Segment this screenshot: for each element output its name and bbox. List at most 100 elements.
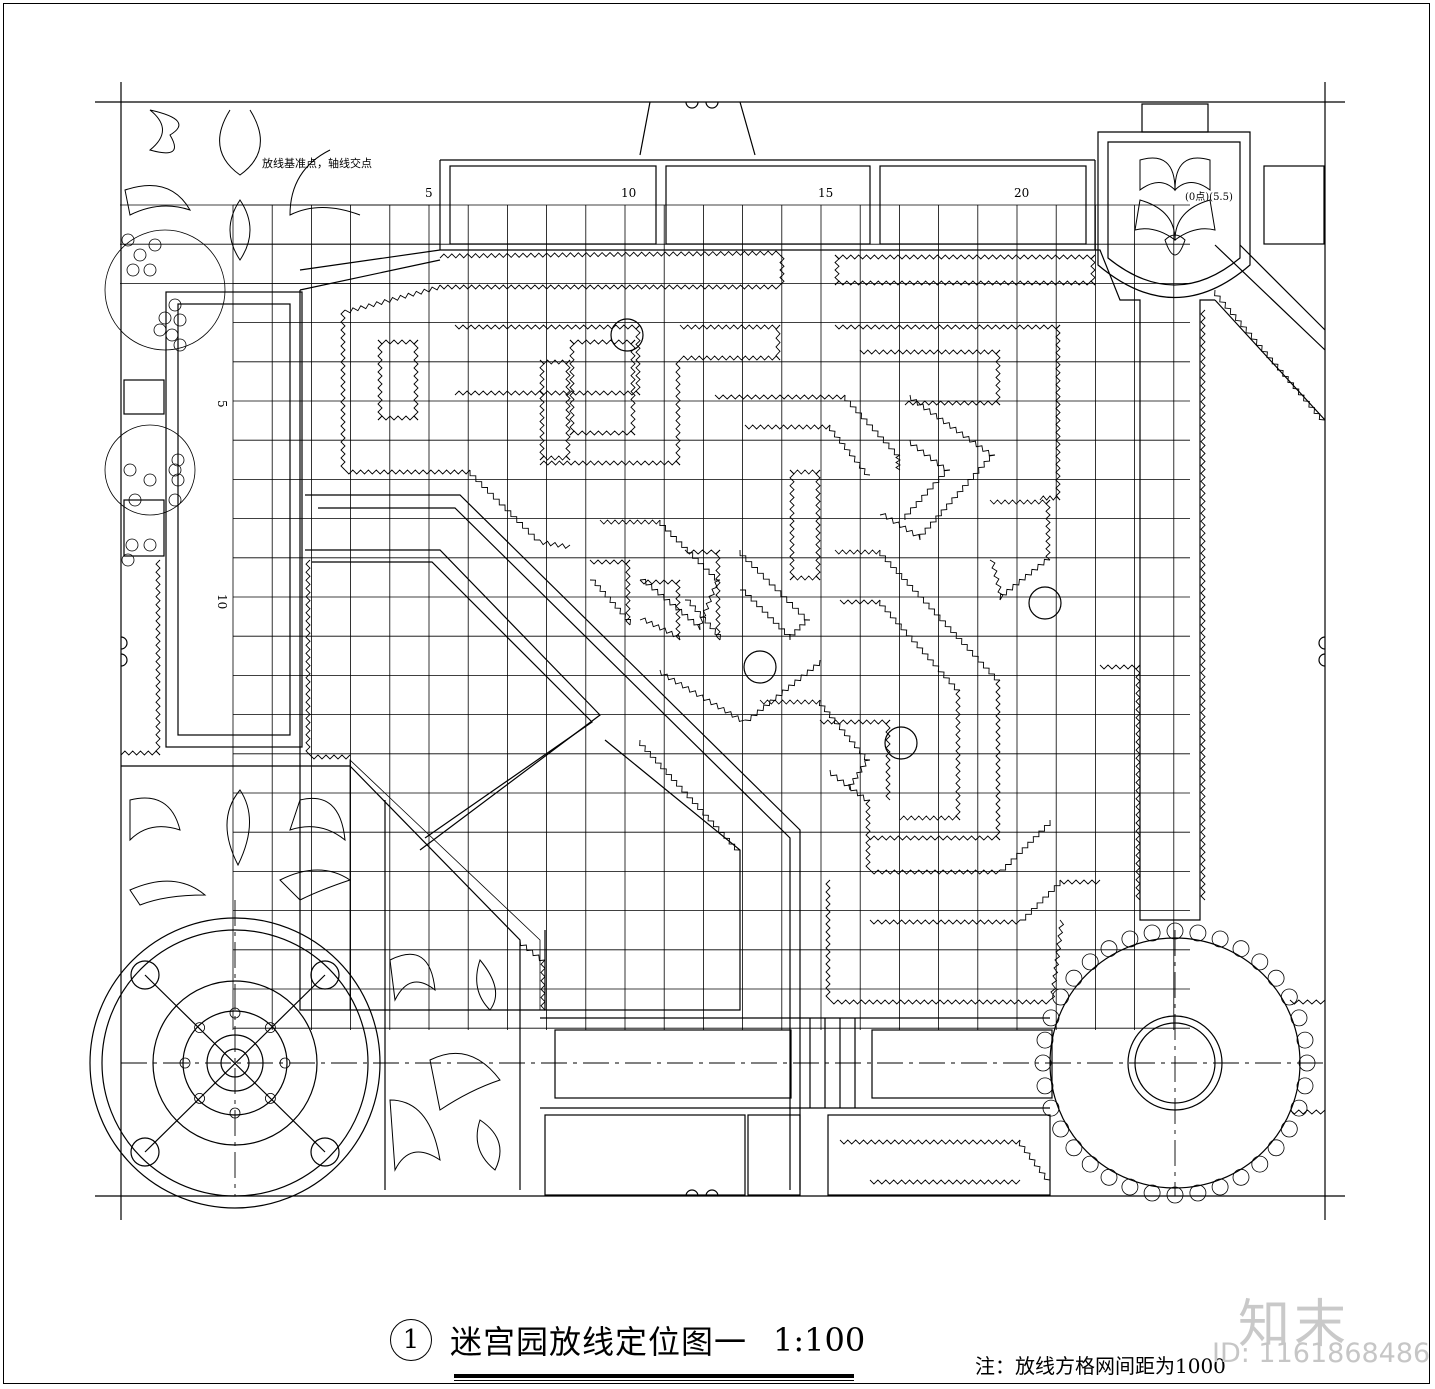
- tree-canopy: [104, 229, 226, 351]
- hedge-edge: [1135, 664, 1141, 901]
- hedge-edge: [715, 549, 721, 641]
- hedge-edge: [739, 549, 811, 621]
- hedge-edge: [879, 513, 921, 541]
- shrub: [143, 538, 157, 552]
- hedge-edge: [340, 309, 346, 471]
- grid-label-left-10: 10: [215, 594, 229, 609]
- hedge-edge: [869, 919, 1021, 925]
- drawing-scale: 1:100: [773, 1321, 866, 1359]
- hedge-edge: [789, 469, 821, 475]
- hedge-edge: [540, 959, 546, 1011]
- plaza-rim-scallop: [1166, 1186, 1184, 1204]
- drawing-title: 迷宫园放线定位图一: [450, 1323, 748, 1361]
- leaf-ornaments: [124, 109, 1216, 1172]
- plaza-rim-scallop: [1065, 1139, 1083, 1157]
- hedge-edge: [995, 679, 1001, 841]
- grid-label-left-5: 5: [215, 400, 229, 408]
- hedge-edge: [885, 719, 891, 801]
- hedge-edge: [989, 499, 1051, 505]
- hedge-edge: [625, 559, 631, 626]
- hedge-edge: [955, 689, 961, 821]
- hedge-edge: [639, 579, 681, 585]
- hedge-edge: [818, 699, 871, 761]
- hedge-edge: [675, 359, 681, 466]
- hedge-edge: [589, 579, 631, 626]
- hedge-edge: [630, 339, 636, 436]
- plaza-rim-scallop: [1232, 940, 1250, 958]
- hedge-edge: [744, 424, 831, 430]
- plaza-rim-scallop: [1290, 1099, 1308, 1117]
- plaza-rim-scallop: [1121, 1178, 1139, 1196]
- hedge-edge: [834, 324, 1061, 330]
- plaza-rim-scallop: [1296, 1077, 1314, 1095]
- plaza-rim-scallop: [1251, 1155, 1269, 1173]
- hedge-edge: [639, 617, 681, 641]
- shrub: [158, 311, 172, 325]
- fountain-jet: [279, 1057, 291, 1069]
- hedge-edge: [834, 280, 1096, 286]
- shrub: [143, 263, 157, 277]
- hedge-edge: [439, 250, 781, 259]
- plaza-rim-scallop: [1296, 1031, 1314, 1049]
- hedge-edge: [539, 539, 571, 549]
- hedge-edge: [599, 519, 661, 525]
- hedge-edge: [377, 415, 419, 421]
- hedge-edge: [539, 460, 681, 466]
- hedge-edge: [895, 454, 901, 471]
- plaza-rim-scallop: [1042, 1009, 1060, 1027]
- grid-label-top-10: 10: [621, 186, 636, 200]
- hedge-edge: [569, 430, 636, 436]
- hedge-edge: [759, 699, 821, 705]
- fountain-jet: [179, 1057, 191, 1069]
- hedge-edge: [639, 578, 701, 631]
- hedge-edge: [155, 559, 161, 756]
- shrub: [165, 328, 179, 342]
- hedge-edge: [999, 558, 1051, 601]
- shrub: [168, 493, 182, 507]
- shrub: [126, 263, 140, 277]
- shrub: [128, 493, 142, 507]
- hedge-edge: [569, 339, 575, 436]
- hedge-edge: [639, 739, 741, 851]
- hedge-edge: [789, 619, 811, 641]
- hedge-edge: [413, 339, 419, 421]
- plaza-rim-scallop: [1143, 1184, 1161, 1202]
- hedge-edge: [1055, 324, 1061, 501]
- fountain-jet: [194, 1022, 206, 1033]
- plaza-rim-scallop: [1052, 988, 1070, 1006]
- shrub-circles: [104, 229, 1316, 1204]
- plaza-rim-scallop: [1298, 1054, 1316, 1072]
- hedge-edge: [120, 750, 161, 756]
- fountain-jet: [229, 1107, 241, 1119]
- hedge-edge: [589, 559, 631, 565]
- plaza-rim-scallop: [1100, 1168, 1118, 1186]
- shrub: [168, 298, 182, 312]
- plaza-rim-scallop: [1232, 1168, 1250, 1186]
- plaza-rim-scallop: [1211, 930, 1229, 948]
- hedge-edge: [344, 284, 441, 314]
- hedge-edge: [635, 324, 641, 396]
- hedge-edge: [825, 879, 831, 1001]
- plaza-rim-scallop: [1081, 953, 1099, 971]
- hedge-edge: [904, 400, 1001, 406]
- fountain-jet: [264, 1022, 276, 1033]
- shrub: [168, 463, 182, 477]
- plaza-rim-scallop: [1189, 924, 1207, 942]
- hedge-edge: [1039, 495, 1061, 501]
- plaza-rim-scallop: [1036, 1031, 1054, 1049]
- hedge-edge: [995, 349, 1001, 406]
- grid-label-top-15: 15: [818, 186, 833, 200]
- hedge-edge: [869, 835, 1001, 841]
- hedge-edge: [909, 394, 996, 457]
- shrub: [123, 463, 137, 477]
- shrub: [125, 538, 139, 552]
- hedge-edge: [469, 469, 541, 541]
- shrub: [173, 338, 187, 352]
- watermark-brand: 知末: [1238, 1295, 1351, 1355]
- plaza-rim-scallop: [1034, 1054, 1052, 1072]
- hedge-edge: [769, 659, 821, 702]
- watermark-id: ID: 1161868486: [1212, 1338, 1431, 1369]
- hedge-edge: [377, 339, 419, 345]
- hedge-edge: [789, 575, 821, 581]
